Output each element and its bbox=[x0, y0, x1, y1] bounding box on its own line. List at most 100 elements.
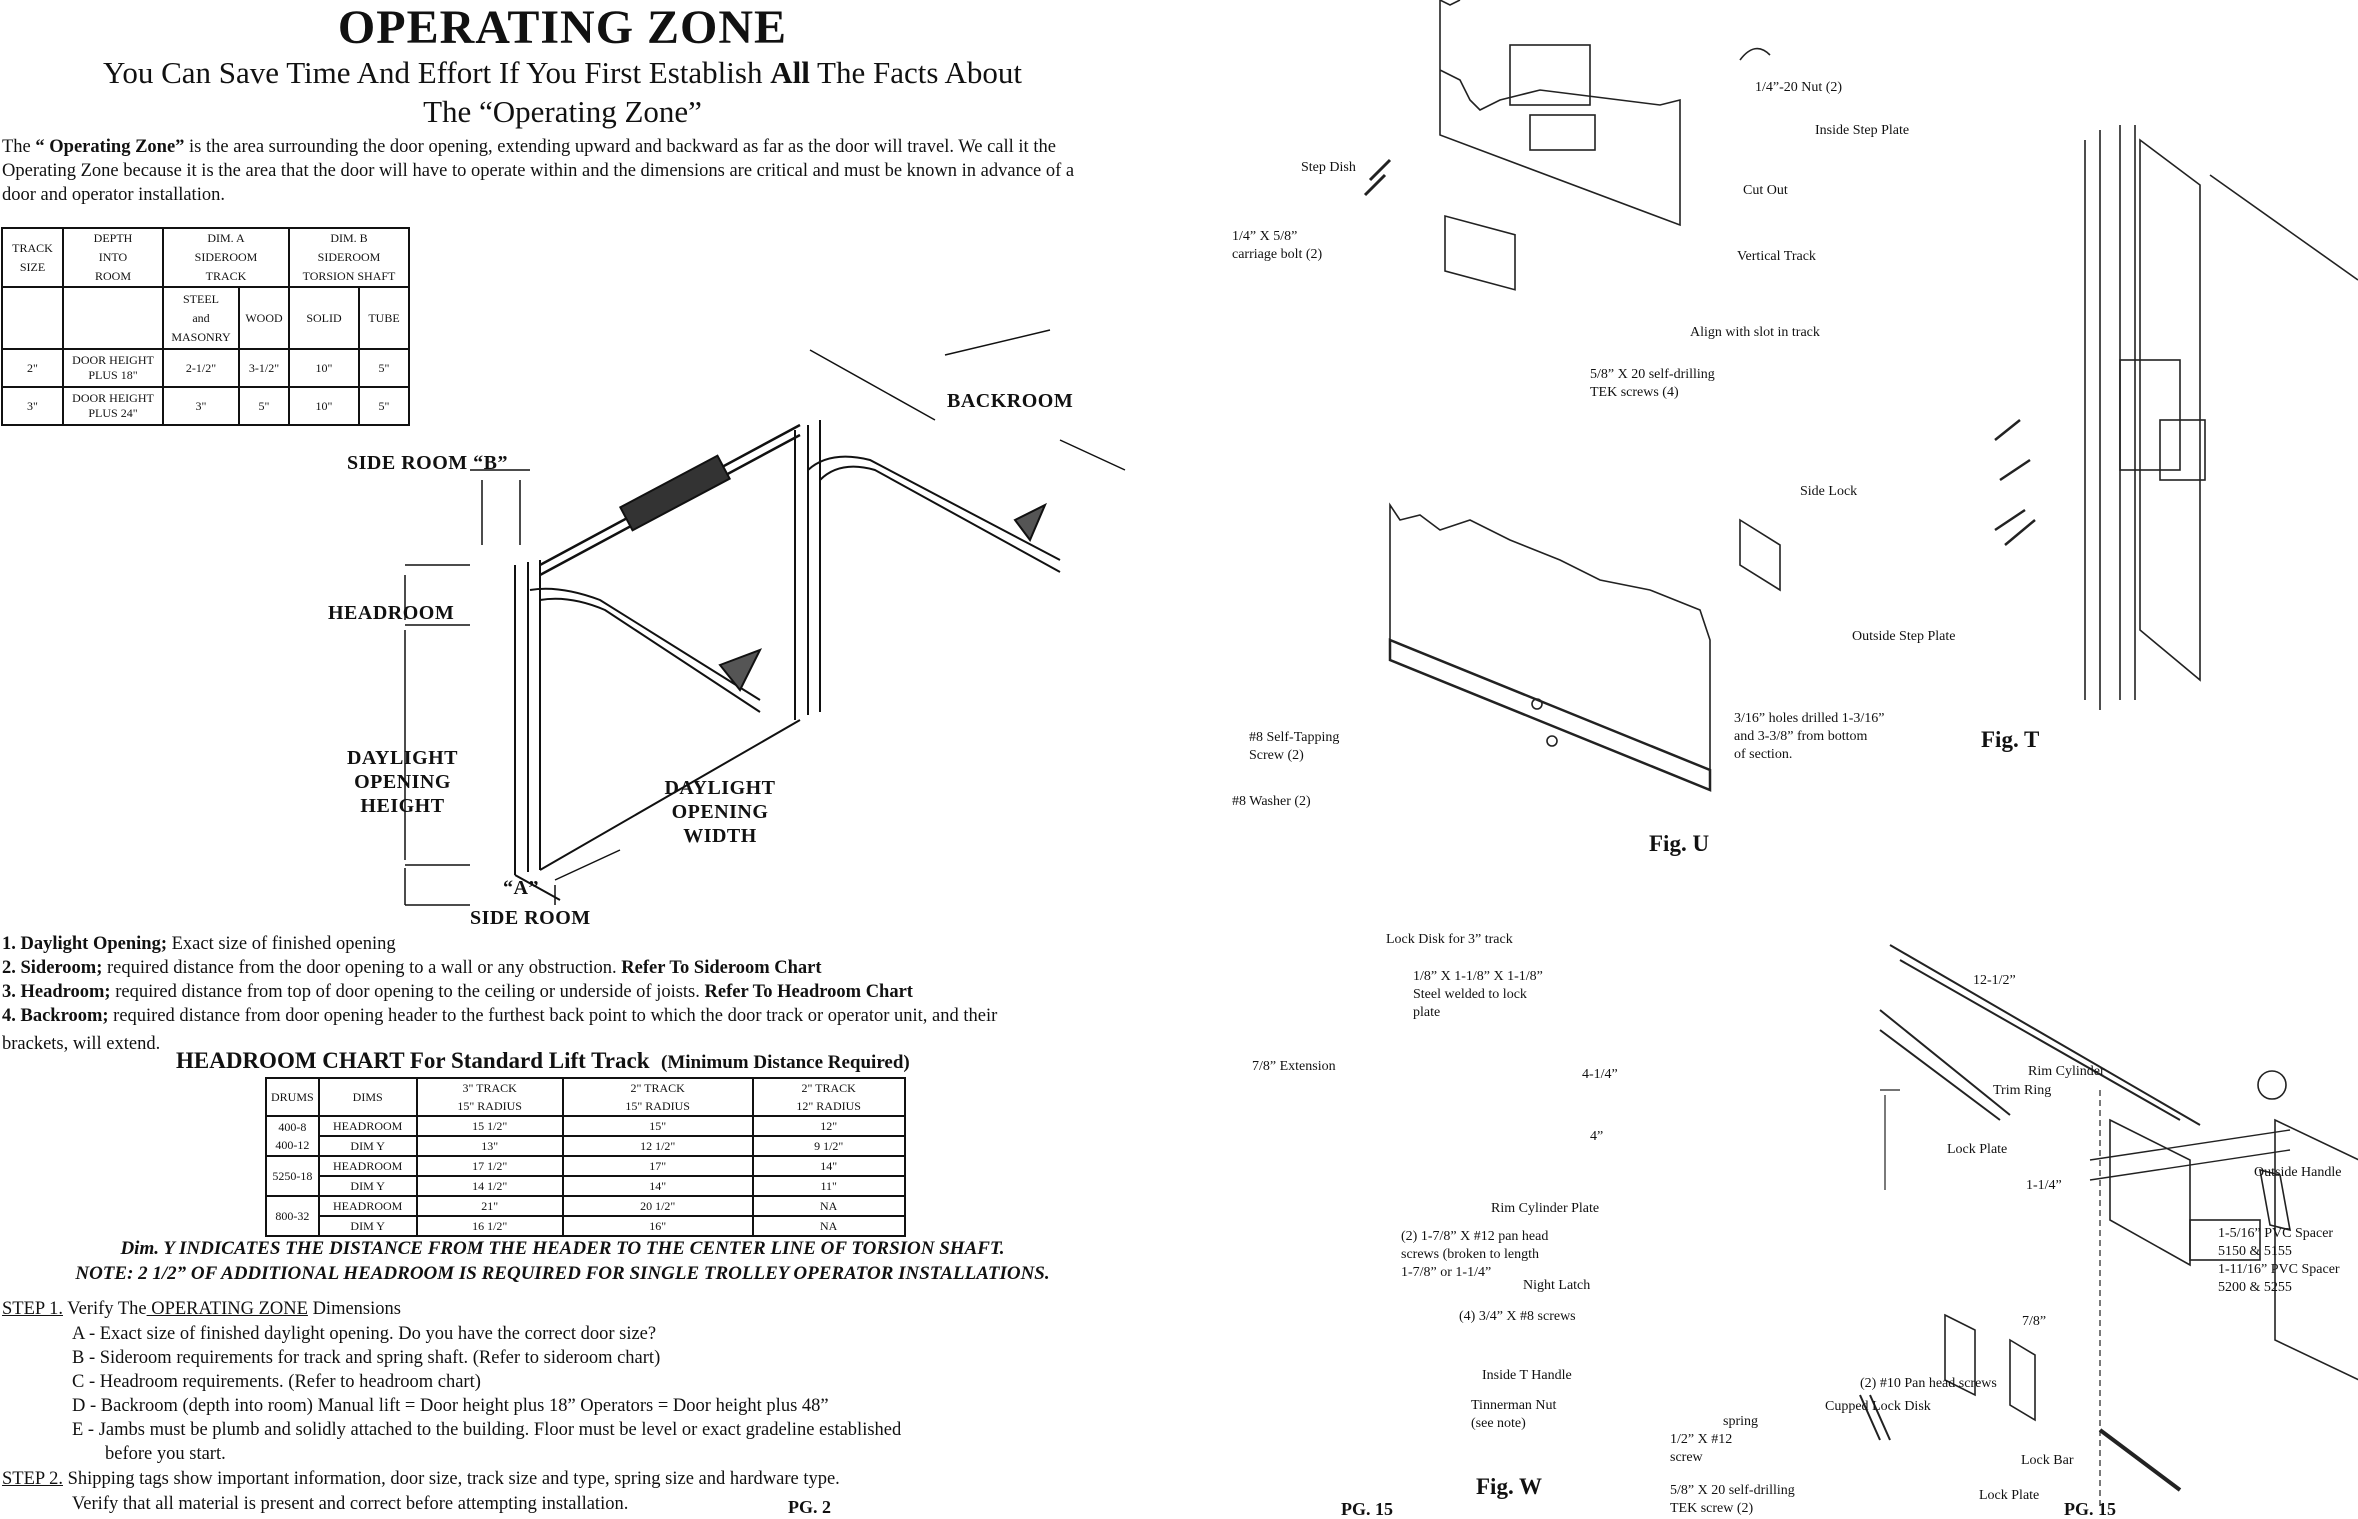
table-row: DIM Y 13" 12 1/2" 9 1/2" bbox=[266, 1135, 906, 1157]
table-cell: NA bbox=[751, 1195, 906, 1217]
table-cell: 3" bbox=[1, 386, 64, 426]
header-text: TRACK bbox=[12, 240, 53, 255]
definition-text: Exact size of finished opening bbox=[166, 934, 396, 954]
backroom-dimension-line bbox=[809, 329, 1126, 471]
header-text: SIDEROOM bbox=[317, 250, 381, 264]
callout-line: 1-5/16” PVC Spacer bbox=[2218, 1226, 2334, 1241]
header-text: SIZE bbox=[19, 259, 46, 274]
definition-tail: brackets, will extend. bbox=[2, 1034, 161, 1054]
break-line bbox=[1439, 0, 1461, 6]
a-label: “A” bbox=[503, 877, 539, 899]
callout-line: plate bbox=[1413, 1005, 1441, 1020]
intro-text-start: The bbox=[2, 137, 36, 157]
definition-item: 3. Headroom; required distance from top … bbox=[2, 980, 1092, 1004]
door-bottom-seal bbox=[1388, 638, 1712, 792]
header-text: 2" TRACK bbox=[801, 1081, 856, 1095]
definition-term: 1. Daylight Opening; bbox=[2, 934, 167, 954]
cell-text: 400-12 bbox=[275, 1138, 310, 1152]
right-page: 1/4”-20 Nut (2) Inside Step Plate Step D… bbox=[1180, 0, 2358, 1519]
left-page: OPERATING ZONE You Can Save Time And Eff… bbox=[0, 0, 1130, 1519]
definition-term: 3. Headroom; bbox=[2, 982, 111, 1002]
table-cell: 2" bbox=[1, 348, 64, 388]
right-horizontal-track bbox=[807, 455, 1061, 573]
step-1-heading: STEP 1. Verify The OPERATING ZONE Dimens… bbox=[2, 1297, 401, 1321]
torsion-spring bbox=[618, 454, 732, 532]
callout-steel-welded: 1/8” X 1-1/8” X 1-1/8” Steel welded to l… bbox=[1413, 968, 1543, 1022]
vertical-track-shape bbox=[2084, 125, 2136, 710]
lock-plate-bar bbox=[2089, 1129, 2291, 1181]
table-header-cell: DRUMS bbox=[265, 1077, 320, 1117]
door-section-bottom bbox=[1389, 502, 1711, 772]
extension-bar bbox=[1879, 1009, 2011, 1121]
callout-tinnerman-nut: Tinnerman Nut (see note) bbox=[1471, 1397, 1556, 1433]
header-text: 15" RADIUS bbox=[625, 1099, 690, 1113]
table-cell bbox=[62, 286, 164, 350]
callout-line: carriage bolt (2) bbox=[1232, 247, 1323, 262]
intro-paragraph: The “ Operating Zone” is the area surrou… bbox=[2, 135, 1092, 207]
carriage-bolt bbox=[1363, 158, 1392, 197]
definition-item: 2. Sideroom; required distance from the … bbox=[2, 956, 1092, 980]
subtitle-text-end: The Facts About bbox=[809, 55, 1022, 90]
step-text: Verify The bbox=[63, 1299, 147, 1319]
subtitle-emphasis: All bbox=[770, 55, 810, 90]
callout-pvc-spacer: 1-5/16” PVC Spacer 5150 & 5155 1-11/16” … bbox=[2218, 1225, 2340, 1297]
callout-line: TEK screw (2) bbox=[1670, 1501, 1754, 1516]
callout-rim-cylinder: Rim Cylinder bbox=[2028, 1064, 2105, 1079]
lock-plate-shape bbox=[2109, 1118, 2191, 1267]
callout-dim-7-8: 7/8” bbox=[2022, 1314, 2047, 1329]
width-dimension-line bbox=[554, 849, 621, 905]
table-cell: 17 1/2" bbox=[415, 1155, 564, 1177]
callout-line: Steel welded to lock bbox=[1413, 987, 1527, 1002]
hardware-illustrations bbox=[1363, 0, 2358, 1510]
table-header-cell: TRACK SIZE bbox=[1, 227, 64, 288]
left-vertical-track bbox=[514, 560, 541, 875]
header-text: MASONRY bbox=[171, 329, 231, 344]
washer-shape bbox=[1531, 698, 1543, 710]
table-cell: 16 1/2" bbox=[415, 1215, 564, 1237]
step-1-item: C - Headroom requirements. (Refer to hea… bbox=[72, 1372, 481, 1392]
callout-align: Align with slot in track bbox=[1690, 325, 1820, 340]
table-cell: 5" bbox=[358, 386, 410, 426]
title-note: (Minimum Distance Required) bbox=[661, 1052, 910, 1073]
table-row: DIM Y 14 1/2" 14" 11" bbox=[266, 1175, 906, 1197]
label-line: WIDTH bbox=[683, 825, 757, 847]
header-text: SIDEROOM bbox=[194, 250, 258, 264]
callout-line: 5200 & 5255 bbox=[2218, 1280, 2292, 1295]
step-2-heading: STEP 2. Shipping tags show important inf… bbox=[2, 1467, 840, 1491]
outside-handle-shape bbox=[2258, 1168, 2292, 1232]
table-cell: HEADROOM bbox=[317, 1195, 418, 1217]
callout-dim-4-quarter: 4-1/4” bbox=[1582, 1067, 1618, 1082]
cell-text: DOOR HEIGHT bbox=[72, 391, 154, 405]
cut-out-shape bbox=[1529, 114, 1596, 151]
table-cell: 10" bbox=[288, 386, 360, 426]
callout-line: 5/8” X 20 self-drilling bbox=[1670, 1483, 1795, 1498]
table-cell: 13" bbox=[415, 1135, 564, 1157]
table-cell: 17" bbox=[561, 1155, 754, 1177]
operating-zone-diagram bbox=[404, 329, 1126, 906]
fig-w-label: Fig. W bbox=[1476, 1474, 1543, 1499]
table-cell: HEADROOM bbox=[317, 1155, 418, 1177]
callout-dim-12: 12-1/2” bbox=[1973, 973, 2016, 988]
side-room-label: SIDE ROOM bbox=[470, 907, 591, 929]
callout-lock-bar: Lock Bar bbox=[2021, 1453, 2074, 1468]
callout-spring: spring bbox=[1723, 1414, 1758, 1429]
header-text: STEEL bbox=[183, 291, 219, 306]
callout-line: Screw (2) bbox=[1249, 748, 1304, 763]
callout-self-tapping: #8 Self-Tapping Screw (2) bbox=[1249, 729, 1339, 765]
table-header-cell: DIMS bbox=[317, 1077, 418, 1117]
step-label: STEP 2. bbox=[2, 1469, 63, 1489]
door-bottom bbox=[514, 719, 801, 901]
callout-trim-ring: Trim Ring bbox=[1993, 1083, 2052, 1098]
callout-tek-screw: 5/8” X 20 self-drilling TEK screw (2) bbox=[1670, 1482, 1795, 1518]
subtitle-text: You Can Save Time And Effort If You Firs… bbox=[103, 55, 771, 90]
callout-lock-plate: Lock Plate bbox=[1947, 1142, 2008, 1157]
callout-dim-4: 4” bbox=[1590, 1129, 1604, 1144]
table-cell: 11" bbox=[751, 1175, 906, 1197]
